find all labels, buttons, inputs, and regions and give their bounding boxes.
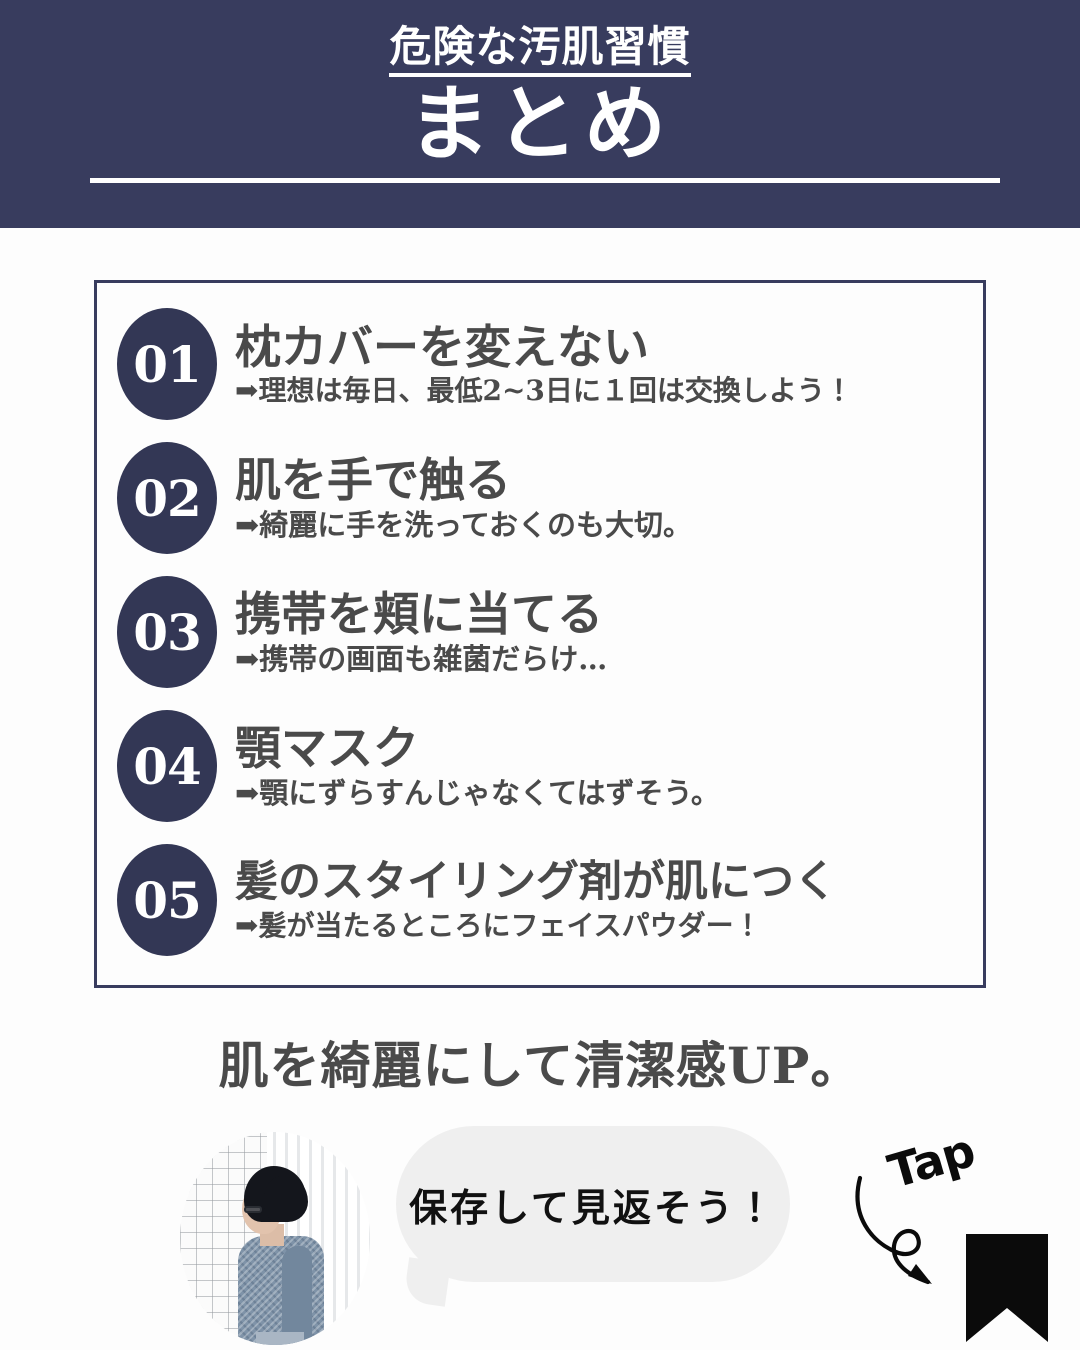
- item-number-badge: 03: [117, 576, 217, 688]
- header-kicker: 危険な汚肌習慣: [0, 26, 1080, 77]
- item-subtitle: ➡理想は毎日、最低2~3日に１回は交換しよう！: [235, 374, 853, 408]
- item-subtitle: ➡顎にずらすんじゃなくてはずそう。: [235, 775, 720, 810]
- item-number-badge: 01: [117, 308, 217, 420]
- list-item: 02 肌を手で触る ➡綺麗に手を洗っておくのも大切。: [117, 431, 973, 565]
- item-subtitle: ➡髪が当たるところにフェイスパウダー！: [235, 908, 762, 942]
- bookmark-icon[interactable]: [964, 1232, 1050, 1344]
- item-number-badge: 02: [117, 442, 217, 554]
- curved-arrow-icon: [855, 1175, 932, 1285]
- page-title: まとめ: [407, 77, 672, 172]
- tagline: 肌を綺麗にして清潔感UP。: [218, 1036, 862, 1095]
- list-item: 01 枕カバーを変えない ➡理想は毎日、最低2~3日に１回は交換しよう！: [117, 297, 973, 431]
- item-title: 肌を手で触る: [235, 453, 511, 508]
- list-item: 05 髪のスタイリング剤が肌につく ➡髪が当たるところにフェイスパウダー！: [117, 833, 973, 967]
- item-number-badge: 05: [117, 844, 217, 956]
- item-title: 髪のスタイリング剤が肌につく: [235, 857, 837, 908]
- header-divider: [90, 178, 1000, 183]
- header-kicker-text: 危険な汚肌習慣: [389, 26, 691, 77]
- item-subtitle: ➡携帯の画面も雑菌だらけ…: [235, 641, 608, 676]
- person-hair-back: [264, 1176, 308, 1222]
- tips-frame: 01 枕カバーを変えない ➡理想は毎日、最低2~3日に１回は交換しよう！ 02 …: [94, 280, 986, 988]
- person-arm: [282, 1246, 312, 1344]
- item-texts: 肌を手で触る ➡綺麗に手を洗っておくのも大切。: [235, 454, 973, 542]
- tap-callout: Tap: [855, 1123, 1070, 1344]
- item-title: 枕カバーを変えない: [235, 319, 649, 374]
- speech-bubble: 保存して見返そう！: [396, 1126, 790, 1307]
- glasses-icon: [244, 1206, 262, 1213]
- item-number-badge: 04: [117, 710, 217, 822]
- item-title: 携帯を頬に当てる: [235, 587, 603, 642]
- footer-area: 保存して見返そう！ Tap: [0, 1118, 1080, 1350]
- item-texts: 髪のスタイリング剤が肌につく ➡髪が当たるところにフェイスパウダー！: [235, 858, 973, 942]
- list-item: 04 顎マスク ➡顎にずらすんじゃなくてはずそう。: [117, 699, 973, 833]
- speech-bubble-text: 保存して見返そう！: [409, 1185, 777, 1230]
- item-texts: 携帯を頬に当てる ➡携帯の画面も雑菌だらけ…: [235, 588, 973, 676]
- speech-bubble-tail: [403, 1257, 451, 1307]
- item-texts: 顎マスク ➡顎にずらすんじゃなくてはずそう。: [235, 722, 973, 810]
- person-figure: [230, 1166, 340, 1345]
- header-banner: 危険な汚肌習慣 まとめ: [0, 0, 1080, 228]
- item-subtitle: ➡綺麗に手を洗っておくのも大切。: [235, 507, 692, 542]
- avatar: [180, 1132, 370, 1345]
- item-texts: 枕カバーを変えない ➡理想は毎日、最低2~3日に１回は交換しよう！: [235, 321, 973, 408]
- person-pants: [256, 1332, 304, 1345]
- list-item: 03 携帯を頬に当てる ➡携帯の画面も雑菌だらけ…: [117, 565, 973, 699]
- item-title: 顎マスク: [235, 721, 419, 776]
- tips-list: 01 枕カバーを変えない ➡理想は毎日、最低2~3日に１回は交換しよう！ 02 …: [97, 283, 983, 985]
